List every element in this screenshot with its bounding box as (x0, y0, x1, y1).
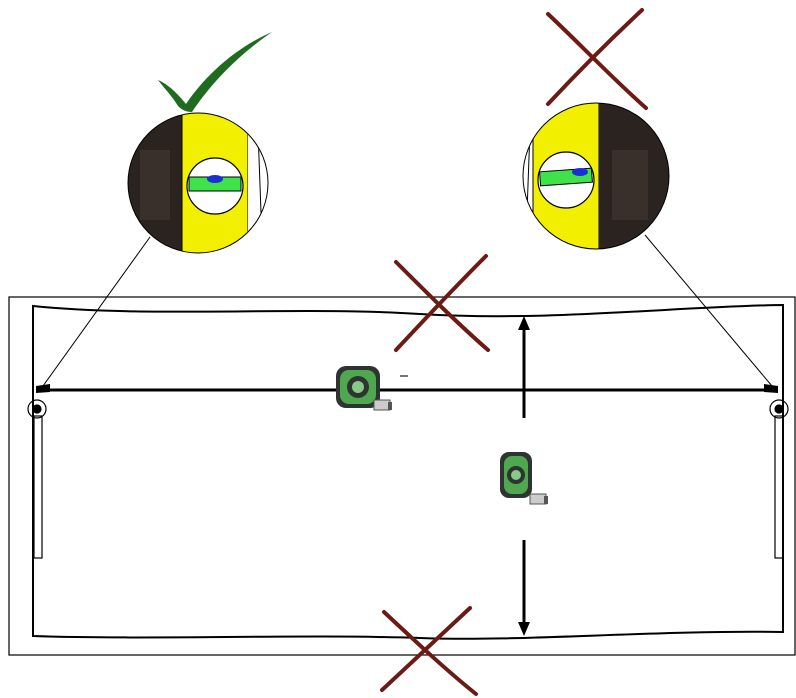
spirit-level-icon (522, 102, 670, 250)
left-bracket (27, 306, 47, 636)
tape-measure-icon (500, 452, 548, 505)
cross-mark-icon (394, 254, 490, 352)
leader-line-left (42, 236, 151, 387)
spirit-level-icon (127, 112, 269, 254)
rod-end-left (36, 384, 50, 393)
wall-frame (8, 296, 796, 656)
rod-end-right (764, 384, 778, 393)
check-mark-icon (158, 32, 272, 112)
cross-mark-icon (546, 8, 648, 110)
leader-line-right (644, 234, 773, 387)
tape-measure-icon (336, 366, 392, 411)
vertical-measure-arrow (518, 316, 530, 636)
fabric-panel (32, 303, 784, 640)
cross-mark-icon (380, 606, 478, 696)
right-bracket (769, 305, 789, 632)
